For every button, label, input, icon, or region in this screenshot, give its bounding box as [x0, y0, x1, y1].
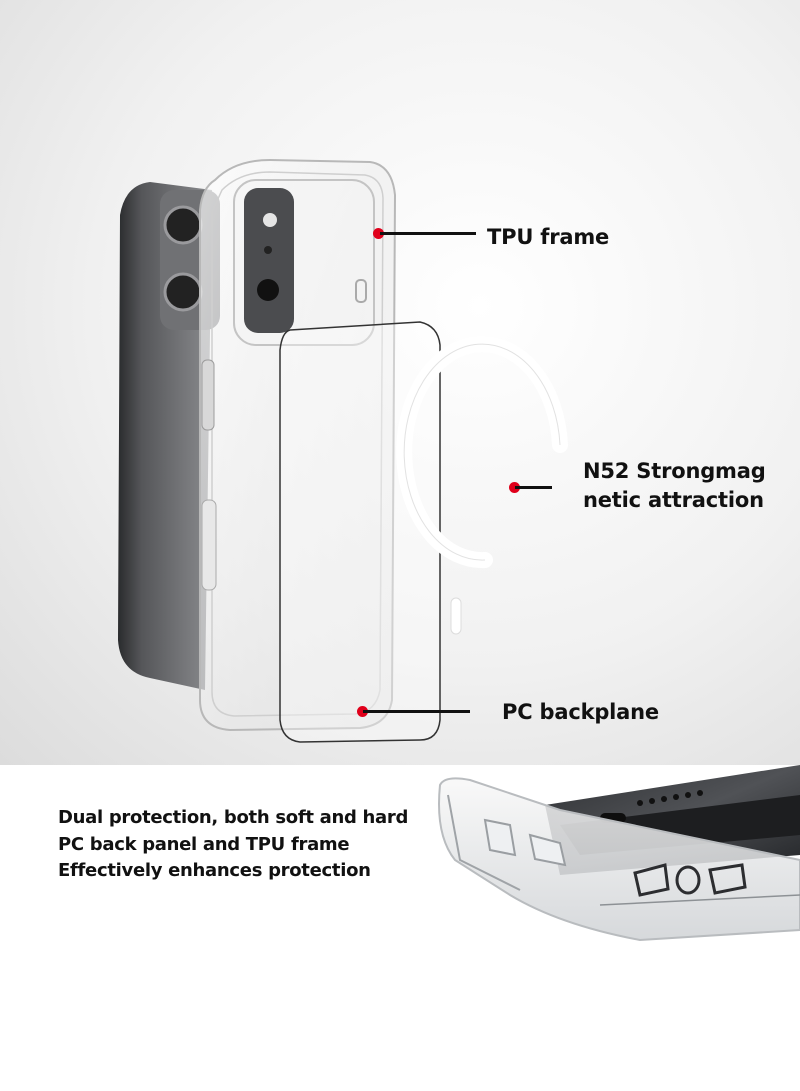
callout-dot-magnetic [509, 482, 520, 493]
callout-label-magnetic-line1: N52 Strongmag [583, 459, 766, 483]
callout-line-magnetic [515, 486, 552, 489]
description-line-1: Dual protection, both soft and hard [58, 807, 409, 828]
callout-line-tpu [380, 232, 476, 235]
callout-label-tpu-frame: TPU frame [487, 225, 610, 249]
callout-line-pc [363, 710, 470, 713]
phone-illustration [118, 158, 561, 743]
case-closeup-illustration [438, 765, 800, 942]
callout-label-magnetic-line2: netic attraction [583, 488, 764, 512]
description-line-2: PC back panel and TPU frame [58, 834, 350, 855]
callout-label-pc-backplane: PC backplane [502, 700, 659, 724]
description-line-3: Effectively enhances protection [58, 860, 371, 881]
exploded-view-panel: TPU frame N52 Strongmag netic attraction… [0, 0, 800, 765]
detail-panel: Dual protection, both soft and hard PC b… [0, 765, 800, 1091]
callout-dot-tpu [373, 228, 384, 239]
callout-dot-pc [357, 706, 368, 717]
